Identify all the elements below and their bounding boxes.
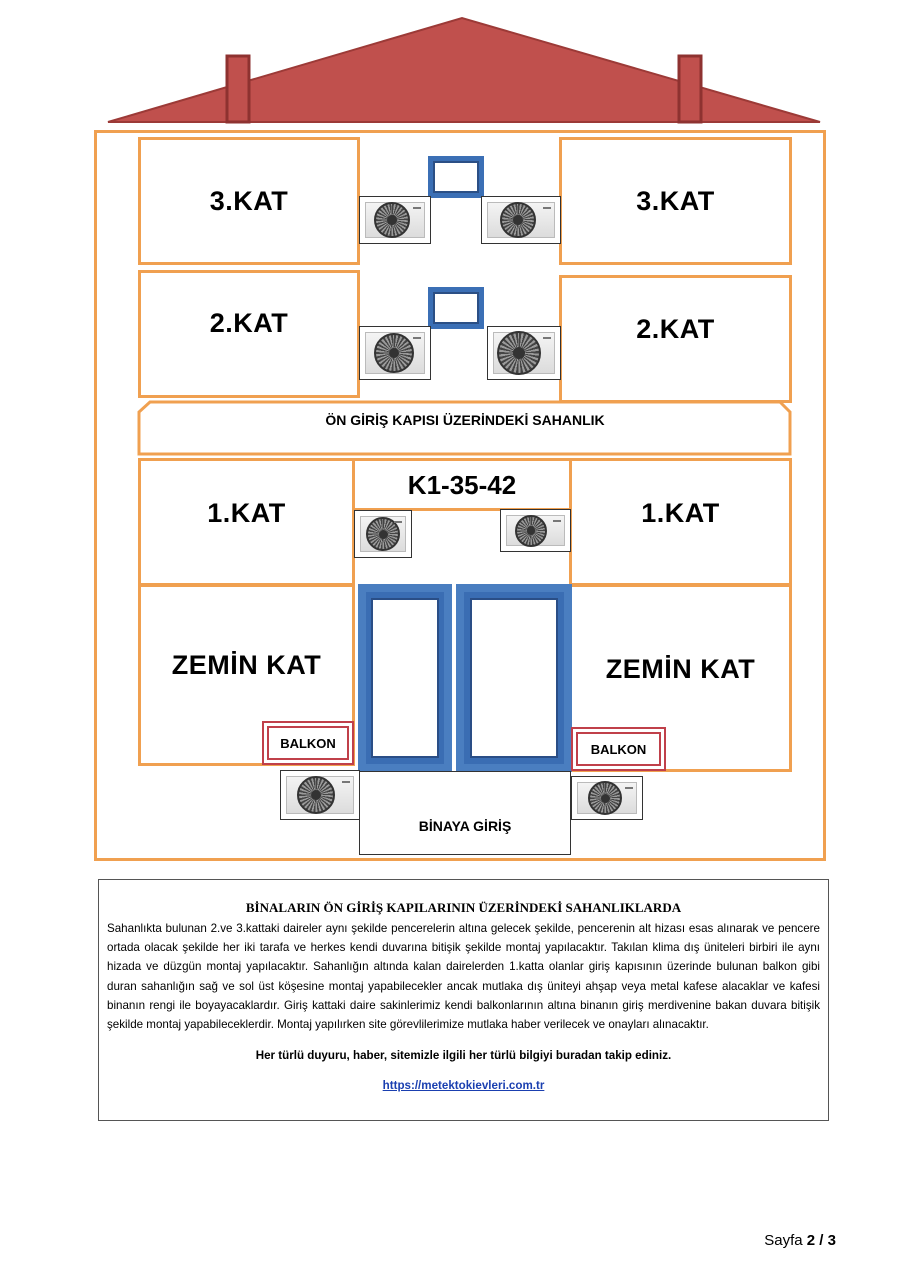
balkon-right: BALKON: [571, 727, 666, 771]
floor-2-left: 2.KAT: [138, 270, 360, 398]
page-current: 2: [806, 1232, 816, 1249]
floor-3-right: 3.KAT: [559, 137, 792, 265]
floor-3-left: 3.KAT: [138, 137, 360, 265]
building-outline: [94, 130, 826, 861]
chimney-left: [225, 54, 251, 124]
entrance-door-left: [358, 584, 452, 772]
floor-ground-left: ZEMİN KAT: [138, 584, 355, 766]
floor-1-left: 1.KAT: [138, 458, 355, 586]
roof: [107, 16, 821, 124]
website-link[interactable]: https://metektokievleri.com.tr: [382, 1079, 545, 1093]
floor-ground-right: ZEMİN KAT: [569, 584, 792, 772]
window-floor-2: [428, 287, 484, 329]
ac-unit-ground-left: [280, 770, 360, 820]
info-box: BİNALARIN ÖN GİRİŞ KAPILARININ ÜZERİNDEK…: [98, 879, 829, 1121]
page-number: Sayfa 2 / 3: [700, 1232, 836, 1249]
entrance-label: BİNAYA GİRİŞ: [418, 818, 512, 834]
page-prefix: Sayfa: [764, 1232, 807, 1249]
floor-1-right: 1.KAT: [569, 458, 792, 586]
entrance-door-right: [456, 584, 572, 772]
window-floor-3: [428, 156, 484, 198]
ac-unit-floor1-right: [500, 509, 571, 552]
floor-2-right: 2.KAT: [559, 275, 792, 403]
ac-unit-floor2-left: [359, 326, 431, 380]
block-code: K1-35-42: [407, 470, 517, 500]
ac-unit-floor3-right: [481, 196, 561, 244]
entrance-box: BİNAYA GİRİŞ: [359, 771, 571, 855]
sahanlik-frame: [137, 400, 792, 456]
page-total: 3: [827, 1232, 836, 1249]
block-code-frame: [352, 458, 572, 511]
roof-shape: [107, 16, 821, 123]
page-separator: /: [815, 1232, 828, 1249]
balkon-left: BALKON: [262, 721, 354, 765]
chimney-right: [677, 54, 703, 124]
ac-unit-floor1-left: [354, 510, 412, 558]
ac-unit-floor2-right: [487, 326, 561, 380]
sahanlik-label: ÖN GİRİŞ KAPISI ÜZERİNDEKİ SAHANLIK: [325, 412, 605, 428]
info-body: Sahanlıkta bulunan 2.ve 3.kattaki dairel…: [107, 922, 820, 1032]
info-title: BİNALARIN ÖN GİRİŞ KAPILARININ ÜZERİNDEK…: [245, 900, 682, 915]
ac-unit-ground-right: [571, 776, 643, 820]
ac-unit-floor3-left: [359, 196, 431, 244]
info-note: Her türlü duyuru, haber, sitemizle ilgil…: [255, 1049, 672, 1063]
